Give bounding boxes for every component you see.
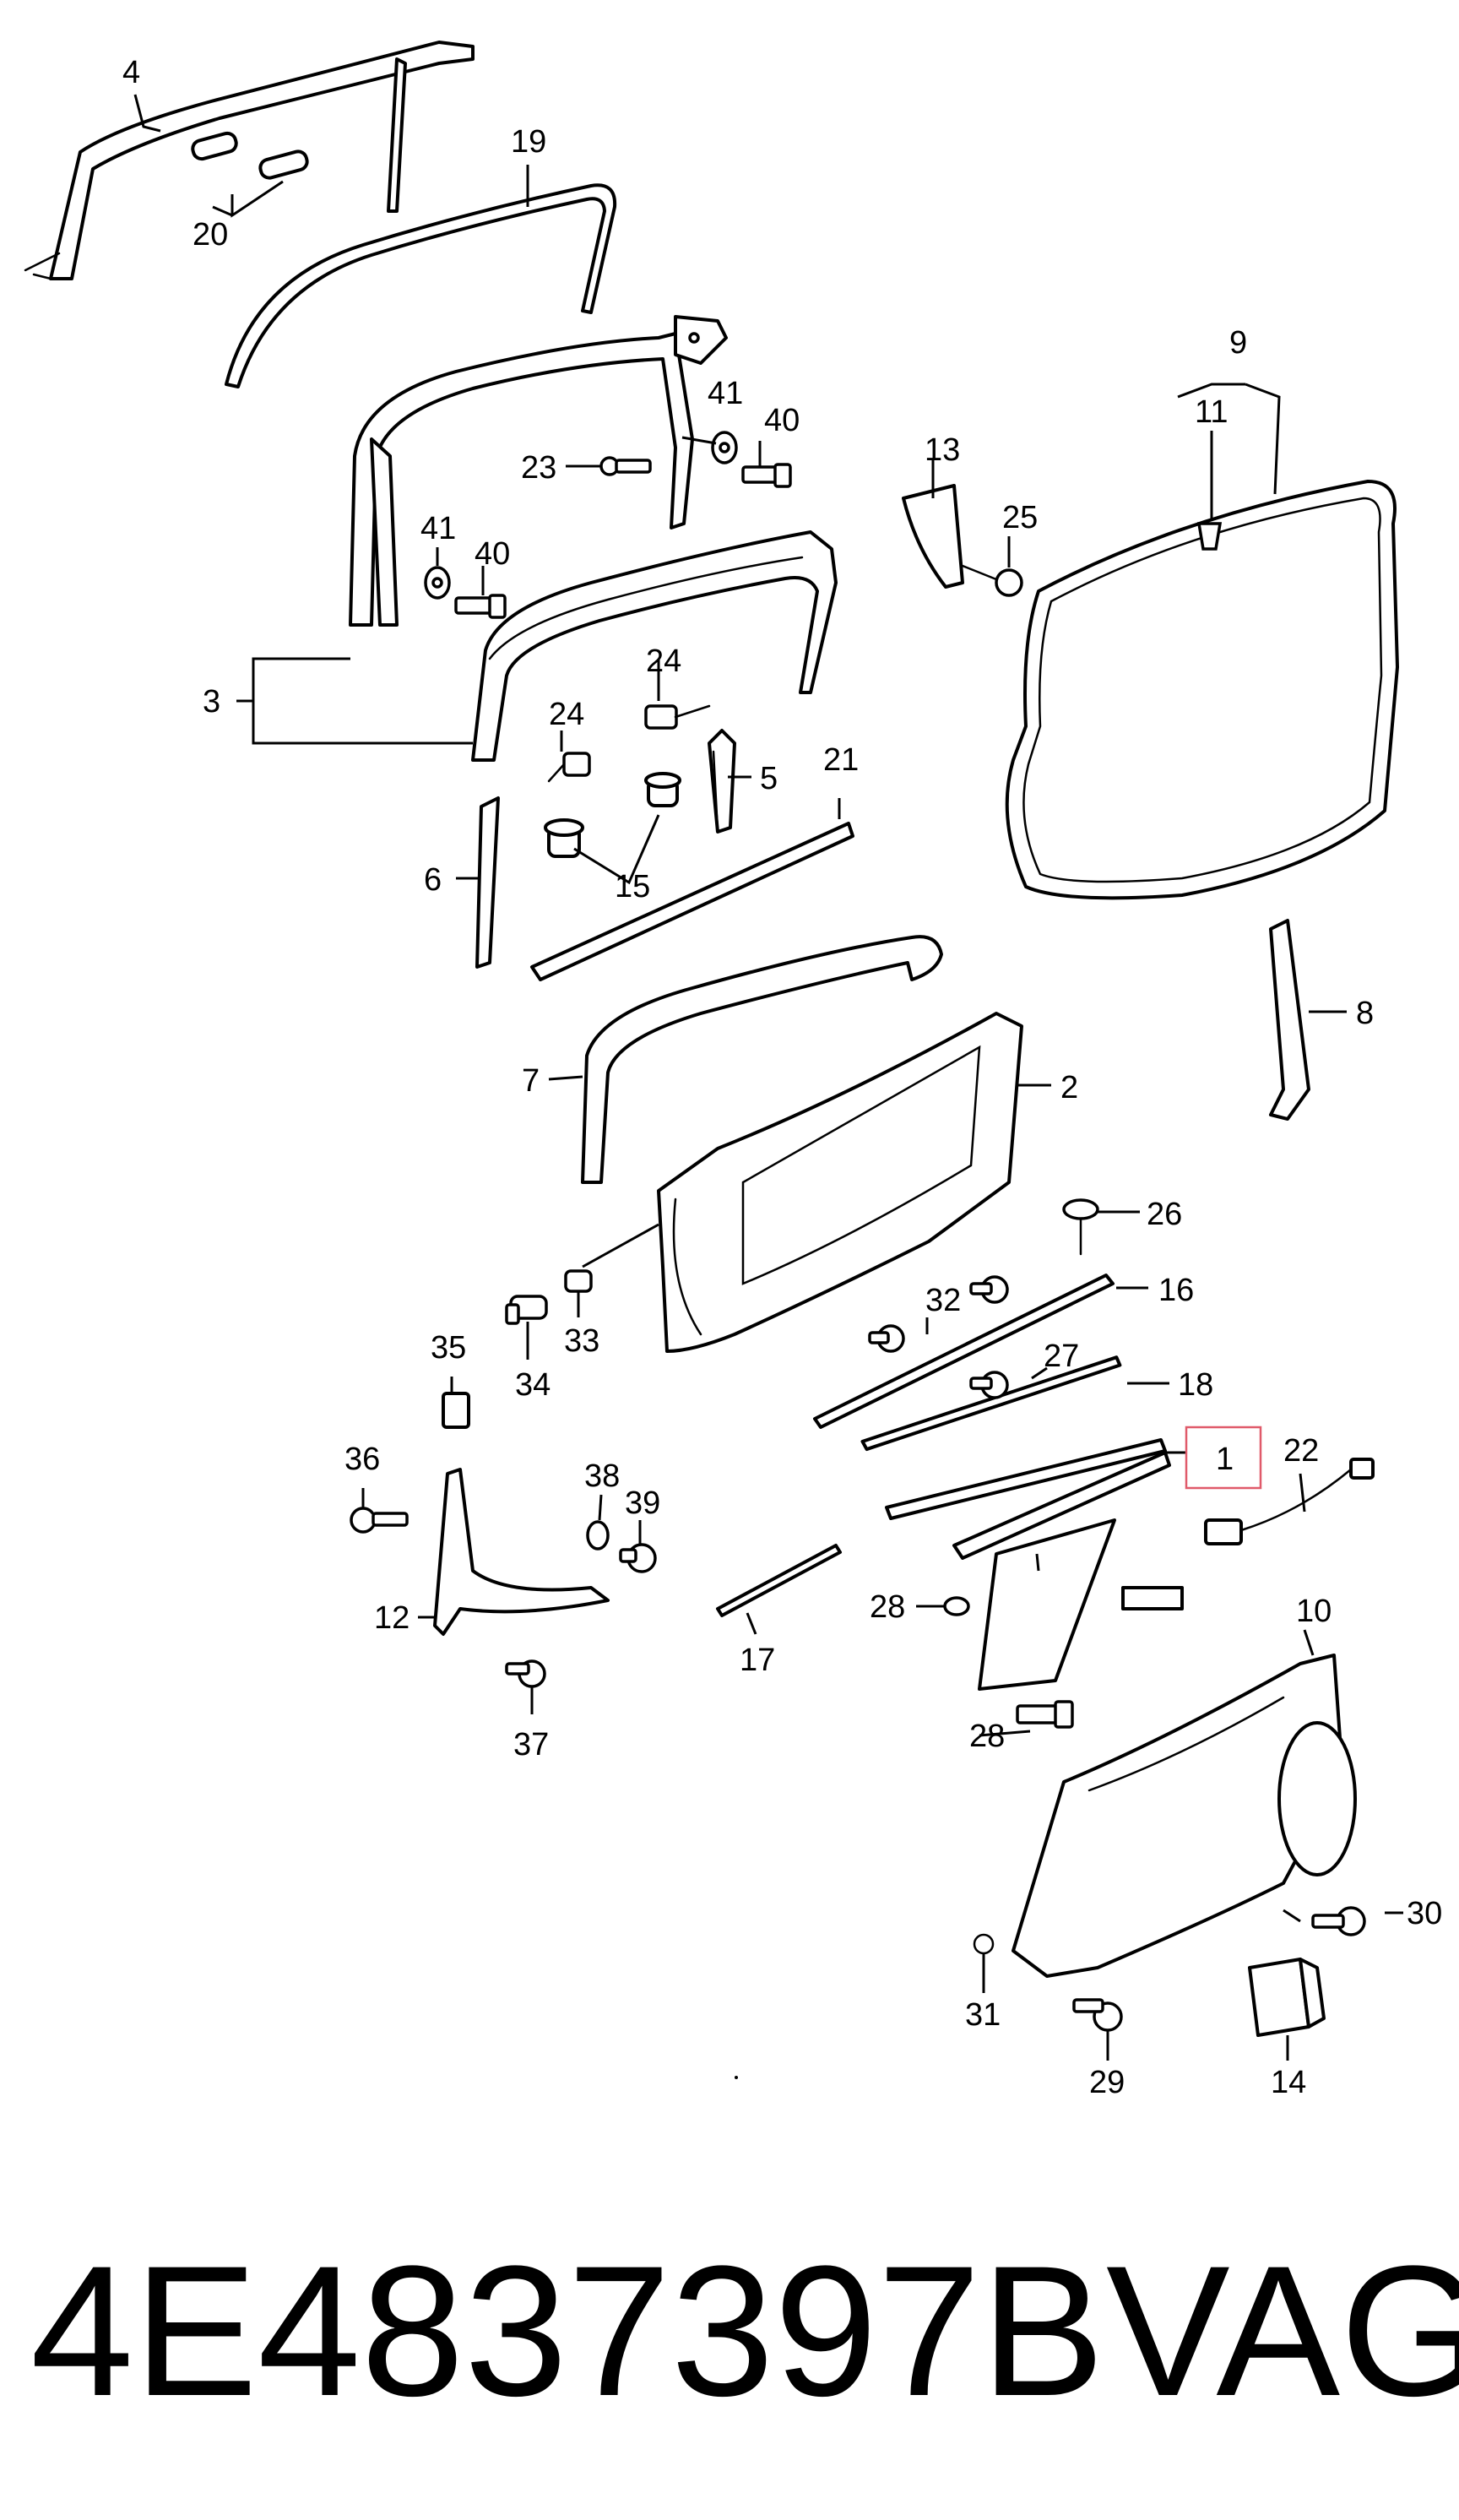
part-10-inner-panel: [1012, 1654, 1357, 1978]
label-28-upper: 28: [870, 1589, 905, 1625]
label-29: 29: [1089, 2065, 1125, 2100]
fasteners: [350, 431, 1366, 2032]
label-17: 17: [740, 1643, 775, 1678]
part-5-clip: [708, 729, 736, 834]
label-18: 18: [1178, 1367, 1213, 1403]
label-21: 21: [823, 742, 859, 778]
label-28-lower: 28: [969, 1719, 1005, 1754]
part-7-upper-seal: [471, 530, 838, 762]
label-22: 22: [1283, 1433, 1319, 1469]
label-15: 15: [615, 869, 650, 904]
label-11: 11: [1195, 394, 1228, 430]
part-12-bracket: [433, 1392, 610, 1636]
label-25: 25: [1002, 500, 1038, 535]
label-37: 37: [513, 1727, 549, 1762]
leader-lines: [133, 94, 1403, 2061]
part-3-window-frame: [349, 315, 728, 627]
label-40-upper: 40: [764, 403, 800, 438]
part-20-rollers: [191, 131, 309, 180]
label-6: 6: [424, 862, 442, 898]
label-34: 34: [515, 1367, 551, 1403]
label-23: 23: [521, 450, 556, 486]
label-35: 35: [431, 1330, 466, 1366]
label-13: 13: [925, 432, 960, 468]
part-22-wiring: [1204, 1458, 1375, 1545]
part-2-door-shell: [657, 1012, 1023, 1353]
label-3: 3: [203, 684, 220, 720]
label-38: 38: [584, 1458, 620, 1494]
part-13-mirror-cover: [902, 484, 964, 589]
part-18-strip: [860, 1355, 1122, 1452]
label-26: 26: [1147, 1197, 1182, 1232]
label-39: 39: [625, 1485, 660, 1521]
label-14: 14: [1271, 2065, 1306, 2100]
label-24-lower: 24: [549, 697, 584, 732]
label-10: 10: [1296, 1594, 1332, 1629]
label-33: 33: [564, 1323, 599, 1359]
label-24-upper: 24: [646, 644, 681, 679]
label-30: 30: [1407, 1896, 1442, 1931]
label-36: 36: [344, 1442, 380, 1477]
part-21-rail: [530, 822, 854, 981]
part-8-trim: [1269, 919, 1310, 1121]
label-7: 7: [522, 1063, 540, 1099]
part-7-lower-trim: [581, 935, 943, 1184]
callout-labels: 4 20 19 41 40 23 41 40 3 13 25 9 11 24 2…: [122, 55, 1442, 2100]
label-5: 5: [760, 761, 778, 796]
label-41-upper: 41: [708, 376, 743, 411]
label-4: 4: [122, 55, 140, 90]
label-27: 27: [1044, 1339, 1079, 1374]
label-32: 32: [925, 1283, 961, 1318]
part-14-module: [1248, 1958, 1326, 2037]
part-number-caption: 4E4837397B: [30, 2227, 1105, 2435]
part-17-rod: [716, 1544, 842, 1617]
label-20: 20: [193, 217, 228, 253]
label-31: 31: [965, 1997, 1001, 2033]
label-9: 9: [1229, 325, 1247, 361]
label-12: 12: [374, 1600, 409, 1636]
brand-caption: VAG: [1106, 2227, 1459, 2435]
label-16: 16: [1158, 1273, 1194, 1308]
part-16-strip: [813, 1274, 1115, 1429]
label-1: 1: [1216, 1442, 1234, 1477]
part-4-seal: [24, 41, 475, 280]
part-19-channel: [225, 183, 617, 388]
label-2: 2: [1060, 1070, 1078, 1105]
label-41-lower: 41: [420, 511, 456, 546]
label-8: 8: [1356, 996, 1374, 1031]
window-regulator: [952, 1451, 1184, 1691]
label-19: 19: [511, 124, 546, 160]
label-40-lower: 40: [475, 536, 510, 572]
part-1-highlight-box: [1185, 1426, 1262, 1490]
part-15-bushings: [544, 772, 681, 858]
part-9-door-seal: [1005, 480, 1399, 900]
part-6-strip: [475, 796, 500, 969]
